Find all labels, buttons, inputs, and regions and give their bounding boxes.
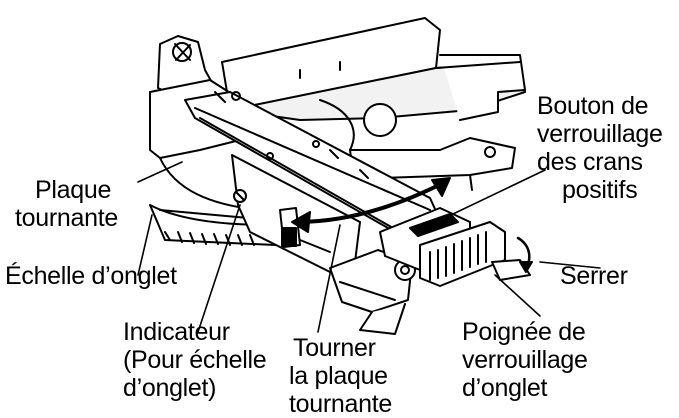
label-line: la plaque [289, 362, 388, 390]
rotate-arrow [291, 177, 451, 233]
label-tourner-plaque: Tourner la plaque tournante [289, 334, 392, 418]
label-line: Serrer [560, 262, 628, 290]
label-line: Échelle d’onglet [5, 262, 177, 290]
leader-poignee [494, 274, 541, 317]
leader-echelle [137, 214, 153, 276]
label-line: Plaque [35, 176, 112, 204]
saw-arm [221, 17, 526, 191]
label-line: d’onglet) [123, 374, 217, 402]
leader-bouton [429, 169, 546, 226]
label-serrer: Serrer [560, 262, 628, 290]
label-line: tournante [15, 204, 118, 232]
leader-plaque [137, 161, 183, 183]
leader-tourner [317, 224, 341, 333]
label-bouton-verrouillage: Bouton de verrouillage des crans positif… [537, 92, 675, 204]
label-line: verrouillage [462, 346, 588, 374]
label-line: verrouillage [537, 120, 663, 148]
leader-lines [137, 161, 601, 333]
label-indicateur: Indicateur (Pour échelle d’onglet) [123, 318, 267, 402]
label-line: des crans [537, 148, 643, 176]
leader-serrer [539, 261, 601, 269]
label-line: Poignée de [462, 318, 586, 346]
label-line: tournante [289, 390, 392, 418]
label-line: Bouton de [537, 92, 649, 120]
label-line: (Pour échelle [123, 346, 267, 374]
tighten-arrow [516, 236, 533, 273]
label-poignee-verrouillage: Poignée de verrouillage d’onglet [462, 318, 588, 402]
label-line: positifs [562, 176, 638, 204]
label-line: Tourner [293, 334, 376, 362]
miter-lock-handle [329, 207, 531, 335]
label-echelle-onglet: Échelle d’onglet [5, 262, 177, 290]
label-line: d’onglet [462, 374, 548, 402]
label-plaque-tournante: Plaque tournante [15, 176, 118, 232]
label-line: Indicateur [123, 318, 230, 346]
leader-indicateur [197, 204, 241, 333]
